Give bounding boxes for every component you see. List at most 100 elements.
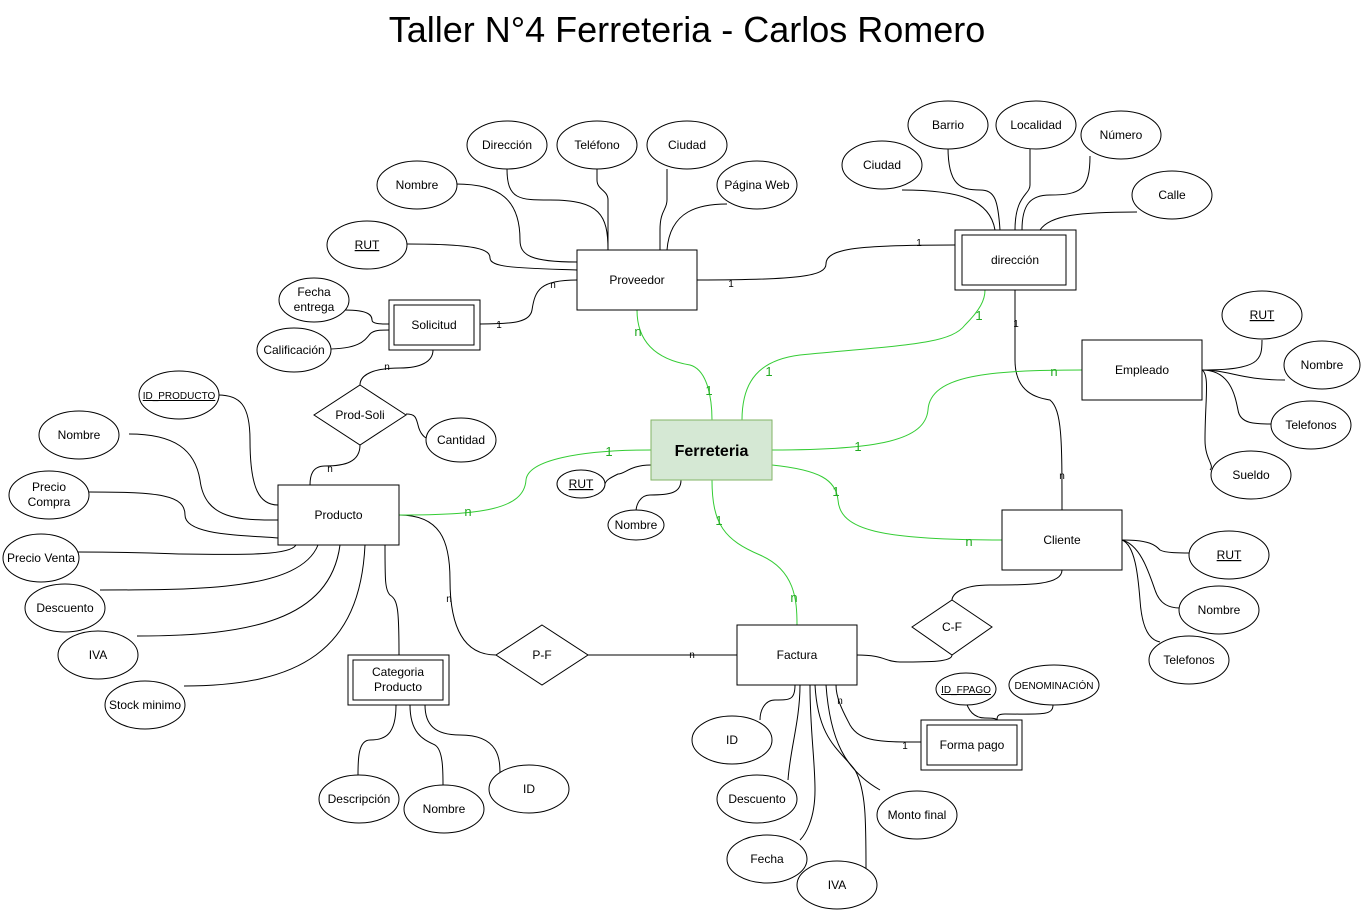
green-edge-ferr-factura bbox=[711, 479, 798, 626]
edge-cli-telefonos bbox=[1121, 539, 1161, 643]
entity-categoria-producto[interactable]: Categoria Producto bbox=[347, 654, 450, 706]
attr-prod-compra[interactable]: Precio Compra bbox=[8, 470, 90, 520]
entity-factura[interactable]: Factura bbox=[736, 624, 858, 686]
svg-text:ID_PRODUCTO: ID_PRODUCTO bbox=[143, 391, 216, 402]
factura-label: Factura bbox=[777, 648, 818, 662]
attr-fac-iva[interactable]: IVA bbox=[796, 860, 878, 910]
attr-fp-id[interactable]: ID_FPAGO bbox=[935, 672, 997, 706]
attr-prov-telefono[interactable]: Teléfono bbox=[556, 120, 638, 170]
attr-cli-rut[interactable]: RUT bbox=[1188, 530, 1270, 580]
attr-cli-nombre[interactable]: Nombre bbox=[1178, 585, 1260, 635]
entity-direccion[interactable]: dirección bbox=[954, 229, 1077, 291]
svg-text:Nombre: Nombre bbox=[1301, 358, 1344, 372]
card-cli-dir-n: n bbox=[1059, 471, 1065, 482]
relation-cf[interactable]: C-F bbox=[911, 599, 993, 656]
attr-emp-telefonos[interactable]: Telefonos bbox=[1270, 400, 1352, 450]
attr-prod-venta[interactable]: Precio Venta bbox=[2, 533, 80, 583]
attr-prod-nombre[interactable]: Nombre bbox=[38, 410, 120, 460]
card-prov-dir-1: 1 bbox=[728, 279, 734, 290]
attr-prod-stock[interactable]: Stock minimo bbox=[104, 680, 186, 730]
attr-fac-fecha[interactable]: Fecha bbox=[726, 834, 808, 884]
entity-empleado[interactable]: Empleado bbox=[1081, 339, 1203, 401]
attr-fp-denominacion[interactable]: DENOMINACIÓN bbox=[1008, 664, 1100, 706]
entity-forma-pago[interactable]: Forma pago bbox=[920, 719, 1023, 771]
svg-text:Descripción: Descripción bbox=[328, 792, 391, 806]
attr-prov-direccion[interactable]: Dirección bbox=[466, 120, 548, 170]
attr-dir-calle[interactable]: Calle bbox=[1131, 170, 1213, 220]
entity-cliente[interactable]: Cliente bbox=[1001, 509, 1123, 571]
card-prod-pf-n: n bbox=[446, 594, 452, 605]
prod-soli-label: Prod-Soli bbox=[335, 408, 384, 422]
edge-cat-nombre bbox=[409, 704, 444, 786]
attr-ps-cantidad[interactable]: Cantidad bbox=[425, 417, 497, 463]
relation-prod-soli[interactable]: Prod-Soli bbox=[313, 384, 407, 446]
svg-text:Telefonos: Telefonos bbox=[1285, 418, 1336, 432]
relation-pf[interactable]: P-F bbox=[495, 624, 589, 686]
edge-fac-monto bbox=[825, 684, 881, 791]
card-g-ferr-fac-1: 1 bbox=[715, 513, 722, 528]
attr-cli-telefonos[interactable]: Telefonos bbox=[1148, 635, 1230, 685]
direccion-label: dirección bbox=[991, 253, 1039, 267]
attr-emp-rut[interactable]: RUT bbox=[1221, 290, 1303, 340]
ferreteria-box bbox=[650, 419, 773, 481]
attr-ferr-rut[interactable]: RUT bbox=[556, 469, 606, 499]
svg-text:Barrio: Barrio bbox=[932, 118, 964, 132]
attr-prov-web[interactable]: Página Web bbox=[716, 160, 798, 210]
svg-text:Nombre: Nombre bbox=[423, 802, 466, 816]
edge-prov-direccion-entity bbox=[696, 244, 956, 281]
producto-label: Producto bbox=[314, 508, 362, 522]
attr-prov-ciudad[interactable]: Ciudad bbox=[646, 120, 728, 170]
attr-prod-descuento[interactable]: Descuento bbox=[24, 583, 106, 633]
card-g-prov-n: n bbox=[634, 324, 641, 339]
attr-prov-rut[interactable]: RUT bbox=[326, 220, 408, 270]
green-edge-ferr-direccion bbox=[741, 289, 986, 421]
card-g-ferr-cli-1: 1 bbox=[832, 484, 839, 499]
attr-cat-nombre[interactable]: Nombre bbox=[403, 784, 485, 834]
card-g-emp-n: n bbox=[1050, 364, 1057, 379]
black-edges bbox=[76, 146, 1286, 871]
svg-text:Fecha: Fecha bbox=[297, 285, 331, 299]
attr-fac-id[interactable]: ID bbox=[691, 715, 773, 765]
attr-sol-calificacion[interactable]: Calificación bbox=[256, 327, 332, 373]
green-edge-ferr-cliente bbox=[771, 464, 1003, 541]
card-g-dir-1: 1 bbox=[975, 308, 982, 323]
attr-cat-id[interactable]: ID bbox=[488, 764, 570, 814]
attr-dir-numero[interactable]: Número bbox=[1080, 110, 1162, 160]
attr-emp-sueldo[interactable]: Sueldo bbox=[1210, 450, 1292, 500]
attr-fac-descuento[interactable]: Descuento bbox=[716, 774, 798, 824]
attr-fac-monto[interactable]: Monto final bbox=[876, 790, 958, 840]
card-fac-fp-n: n bbox=[837, 696, 843, 707]
attr-dir-ciudad[interactable]: Ciudad bbox=[841, 140, 923, 190]
svg-text:Nombre: Nombre bbox=[1198, 603, 1241, 617]
attr-emp-nombre[interactable]: Nombre bbox=[1283, 340, 1361, 390]
green-edge-ferr-proveedor bbox=[636, 309, 713, 421]
edge-prodsoli-cantidad bbox=[405, 413, 428, 439]
card-fp-fac-1: 1 bbox=[902, 741, 908, 752]
entity-proveedor[interactable]: Proveedor bbox=[576, 249, 698, 311]
entity-producto[interactable]: Producto bbox=[277, 484, 400, 546]
attr-prod-iva[interactable]: IVA bbox=[57, 630, 139, 680]
edge-emp-telefonos bbox=[1201, 369, 1273, 425]
svg-text:IVA: IVA bbox=[89, 648, 107, 662]
attr-ferr-nombre[interactable]: Nombre bbox=[607, 509, 665, 541]
attr-sol-fecha-entrega[interactable]: Fecha entrega bbox=[278, 277, 350, 323]
svg-text:Compra: Compra bbox=[28, 495, 71, 509]
attr-prov-nombre[interactable]: Nombre bbox=[376, 160, 458, 210]
edge-fac-iva bbox=[814, 684, 867, 871]
attr-prod-id[interactable]: ID_PRODUCTO bbox=[138, 370, 220, 420]
card-g-ferr-dir-1: 1 bbox=[765, 364, 772, 379]
attr-dir-barrio[interactable]: Barrio bbox=[907, 100, 989, 150]
edge-prov-rut bbox=[406, 243, 578, 271]
edge-fac-descuento bbox=[787, 684, 801, 781]
edge-prov-direccion bbox=[506, 168, 609, 251]
edge-cli-rut bbox=[1121, 539, 1191, 554]
entity-solicitud[interactable]: Solicitud bbox=[388, 299, 481, 351]
card-dir-cli-1: 1 bbox=[1013, 319, 1019, 330]
attr-dir-localidad[interactable]: Localidad bbox=[995, 100, 1077, 150]
svg-text:Página Web: Página Web bbox=[724, 178, 789, 192]
svg-text:Número: Número bbox=[1100, 128, 1143, 142]
entity-ferreteria[interactable]: Ferreteria bbox=[650, 419, 773, 481]
card-g-cli-n: n bbox=[965, 534, 972, 549]
attr-cat-descripcion[interactable]: Descripción bbox=[318, 774, 400, 824]
categoria-label-line2: Producto bbox=[374, 680, 422, 694]
